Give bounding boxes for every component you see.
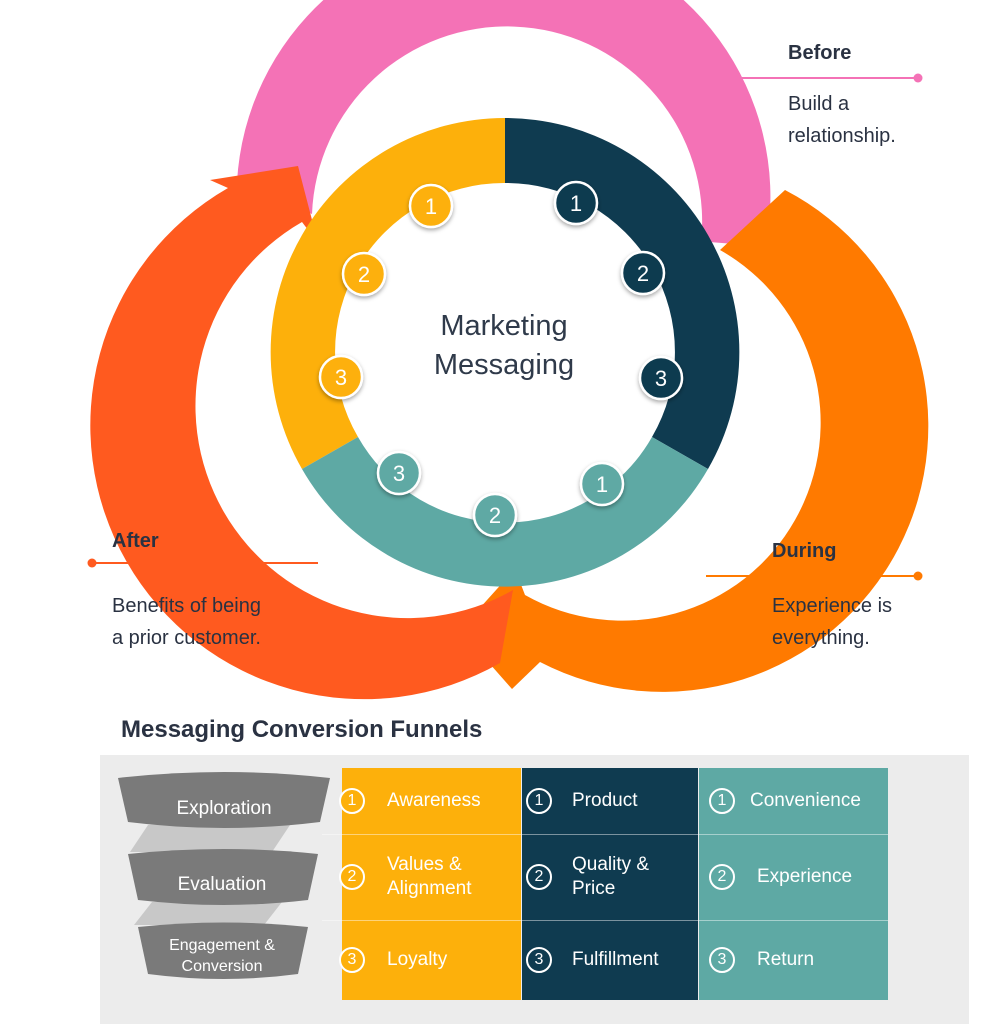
funnel-stage-evaluation: [128, 849, 318, 905]
callout-during-line2: everything.: [772, 627, 870, 649]
funnel-label-engagement-line1: Engagement &: [169, 937, 275, 954]
funnel-stage-engagement: [138, 922, 308, 979]
arc-label-after: After: [224, 387, 278, 473]
callout-line-during: [706, 571, 923, 581]
funnel-cell: 2 Quality & Price: [522, 834, 702, 920]
ring-number-yellow-2: 2: [341, 251, 387, 297]
ring-number-navy-1: 1: [553, 180, 599, 226]
ring-number-navy-2: 2: [620, 250, 666, 296]
funnel-cell: 3 Return: [699, 920, 898, 1000]
before-arrow: [237, 0, 790, 246]
funnel-label-evaluation: Evaluation: [178, 874, 267, 895]
callout-before-line1: Build a: [788, 93, 850, 115]
funnel-column-teal: 1 Convenience 2 Experience 3 Return: [699, 768, 888, 1000]
ring-number-teal-1: 1: [579, 461, 625, 507]
cell-label-line2: Price: [572, 878, 616, 899]
arc-label-before: Before: [445, 68, 545, 106]
cell-number: 3: [526, 947, 552, 973]
cell-number: 3: [339, 947, 365, 973]
center-title-line2: Messaging: [434, 349, 574, 381]
funnel-label-engagement-line2: Conversion: [182, 958, 263, 975]
row-divider-1: [322, 834, 888, 835]
funnel-column-yellow: 1 Awareness 2 Values & Alignment 3 Loyal…: [339, 768, 521, 1000]
funnel-cell: 3 Loyalty: [339, 920, 521, 1000]
center-title-line1: Marketing: [440, 310, 567, 342]
ring-number-yellow-3: 3: [318, 354, 364, 400]
cell-number: 3: [709, 947, 735, 973]
callout-line-after: [87, 558, 318, 568]
ring-number-teal-2: 2: [472, 492, 518, 538]
after-arrow: [90, 166, 513, 700]
funnel-cell: 3 Fulfillment: [522, 920, 702, 1000]
callout-after-title: After: [112, 530, 159, 552]
svg-text:3: 3: [335, 365, 347, 390]
ring-number-yellow-1: 1: [408, 183, 454, 229]
funnel-cell: 1 Product: [522, 768, 702, 834]
ring-number-teal-3: 3: [376, 450, 422, 496]
svg-text:3: 3: [655, 366, 667, 391]
cell-label: Product: [572, 790, 638, 811]
svg-text:1: 1: [570, 191, 582, 216]
ring-number-navy-3: 3: [638, 355, 684, 401]
cell-label: Return: [757, 949, 815, 970]
funnel-heading: Messaging Conversion Funnels: [121, 716, 483, 743]
svg-text:1: 1: [425, 194, 437, 219]
cell-label-line2: Alignment: [387, 878, 472, 899]
svg-text:2: 2: [358, 262, 370, 287]
cell-number: 2: [709, 864, 735, 890]
cell-label-line1: Values &: [387, 854, 462, 875]
callout-after-line2: a prior customer.: [112, 627, 261, 649]
funnel-stage-exploration: [118, 772, 330, 828]
callout-during-title: During: [772, 540, 837, 562]
row-divider-2: [322, 920, 888, 921]
svg-text:3: 3: [393, 461, 405, 486]
funnel-label-exploration: Exploration: [176, 798, 271, 819]
svg-text:2: 2: [489, 503, 501, 528]
cell-number: 1: [526, 788, 552, 814]
funnel-graphic: Exploration Evaluation Engagement & Conv…: [118, 772, 330, 979]
funnel-ribbon-2: [134, 902, 282, 925]
cell-label: Experience: [757, 866, 853, 887]
funnel-ribbon-1: [130, 825, 290, 852]
cell-label: Fulfillment: [572, 949, 659, 970]
marketing-cycle-diagram: Before During After Marketing Messaging …: [87, 0, 929, 700]
funnel-cell: 2 Experience: [699, 834, 898, 920]
callout-before-line2: relationship.: [788, 125, 896, 147]
callout-after-line1: Benefits of being: [112, 595, 261, 617]
funnel-column-navy: 1 Product 2 Quality & Price 3 Fulfillmen…: [522, 768, 698, 1000]
funnel-cell: 1 Convenience: [699, 768, 898, 834]
cell-label: Awareness: [387, 790, 481, 811]
during-arrow: [460, 190, 929, 692]
cell-number: 2: [339, 864, 365, 890]
svg-text:1: 1: [596, 472, 608, 497]
funnel-cell: 1 Awareness: [339, 768, 521, 834]
cell-number: 2: [526, 864, 552, 890]
funnel-cell: 2 Values & Alignment: [339, 834, 521, 920]
ring-segment-teal: [302, 437, 708, 587]
callout-before-title: Before: [788, 42, 852, 64]
cell-label-line1: Quality &: [572, 854, 650, 875]
callout-line-before: [678, 73, 923, 83]
cell-number: 1: [709, 788, 735, 814]
cell-label: Convenience: [750, 790, 861, 811]
cell-label: Loyalty: [387, 949, 448, 970]
callout-during-line1: Experience is: [772, 595, 893, 617]
cell-number: 1: [339, 788, 365, 814]
svg-text:2: 2: [637, 261, 649, 286]
